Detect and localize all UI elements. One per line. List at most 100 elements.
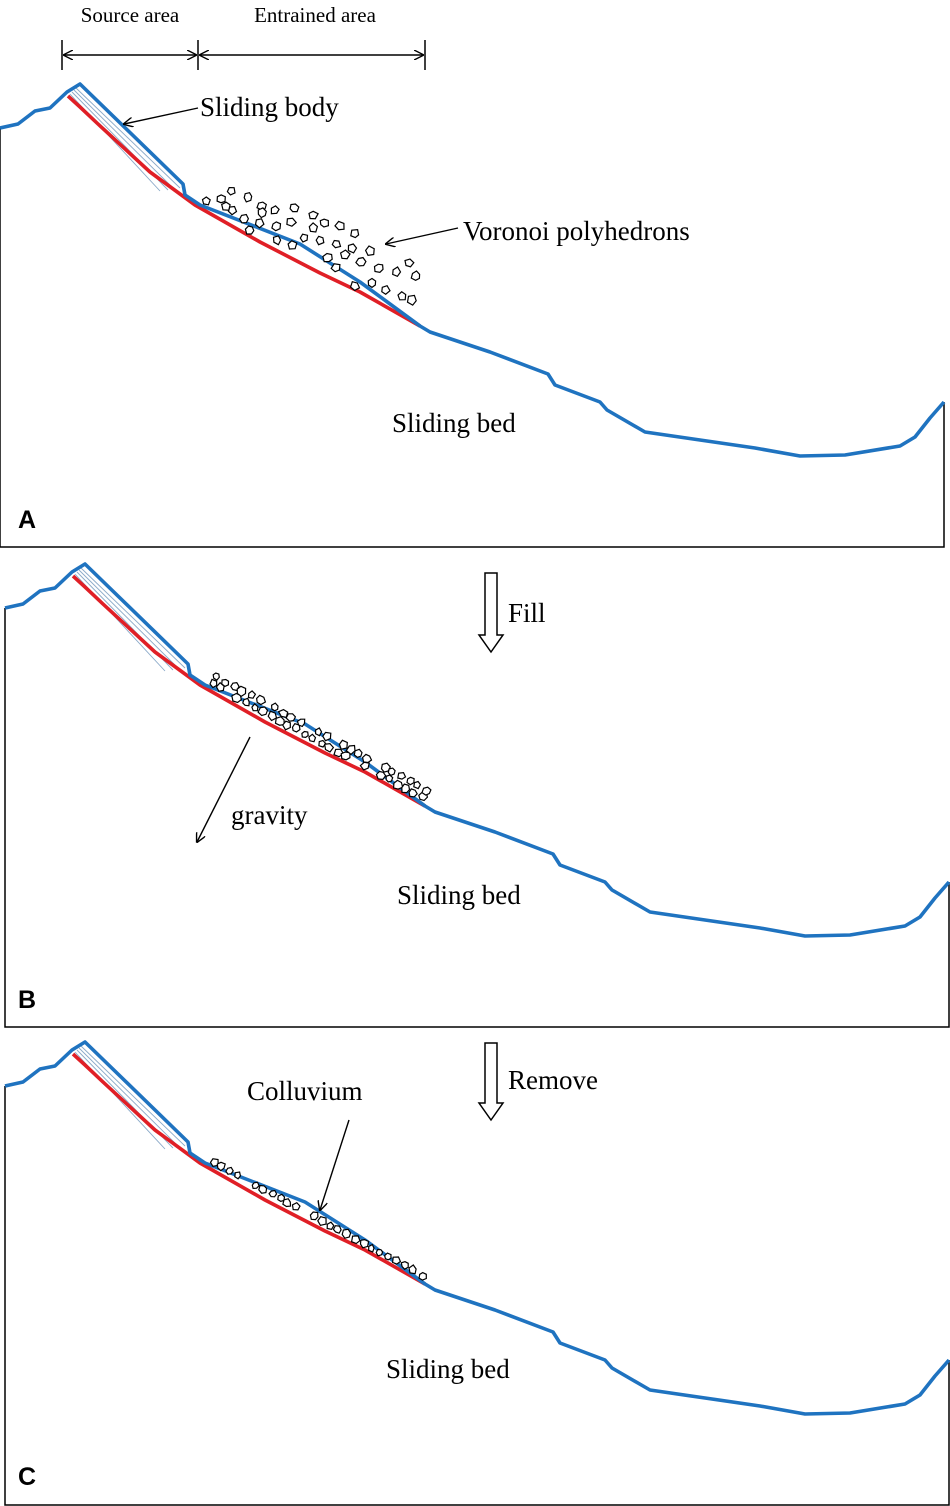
polyhedron-particle-icon [318, 739, 327, 748]
sliding-bed-label: Sliding bed [392, 408, 516, 438]
polyhedron-particle-icon [368, 1243, 375, 1253]
polyhedron-particle-icon [301, 730, 309, 739]
polyhedron-particle-icon [257, 706, 269, 717]
polyhedron-particle-icon [421, 786, 432, 796]
polyhedron-particle-icon [319, 218, 330, 228]
polyhedron-particle-icon [406, 294, 417, 306]
polyhedron-particle-icon [296, 718, 306, 728]
polyhedron-particle-icon [408, 1264, 417, 1275]
polyhedron-particle-icon [355, 256, 367, 267]
polyhedron-particle-icon [406, 776, 415, 786]
polyhedron-particle-icon [387, 767, 396, 777]
polyhedron-particle-icon [271, 221, 282, 232]
sliding-body-layer-line [80, 1045, 186, 1147]
polyhedron-particle-icon [216, 194, 226, 204]
entrained-area-label: Entrained area [254, 3, 377, 27]
polyhedron-particle-icon [270, 205, 280, 215]
polyhedron-particle-icon [391, 1256, 402, 1265]
polyhedron-particle-icon [286, 217, 298, 227]
polyhedron-particle-icon [287, 240, 298, 250]
polyhedron-particle-icon [309, 1211, 319, 1221]
model-boundary-box [4, 1086, 950, 1506]
polyhedron-particle-icon [234, 1171, 242, 1180]
panel-a: A Sliding bed Sliding body Voronoi polyh… [0, 82, 946, 548]
ground-surface-line [4, 1040, 950, 1416]
polyhedron-particle-icon [251, 703, 259, 712]
polyhedron-particle-icon [209, 678, 218, 689]
polyhedron-particle-icon [226, 186, 236, 196]
panel-b: B Sliding bed gravity [4, 562, 950, 1028]
polyhedron-particle-icon [341, 1228, 352, 1239]
slope-profile [0, 82, 946, 548]
polyhedron-particle-icon [326, 1221, 335, 1230]
dimension-annotation: Source area Entrained area [61, 3, 426, 70]
slope-profile [4, 1040, 950, 1506]
polyhedron-particle-icon [381, 284, 391, 295]
polyhedron-particle-icon [243, 192, 253, 203]
polyhedron-particle-icon [350, 229, 360, 239]
source-area-label: Source area [81, 3, 180, 27]
polyhedron-particle-icon [277, 708, 289, 719]
polyhedron-particle-icon [291, 1201, 301, 1211]
polyhedron-particle-icon [349, 280, 361, 292]
polyhedron-particle-icon [413, 780, 422, 790]
polyhedron-particle-icon [289, 203, 300, 213]
polyhedron-particle-icon [361, 753, 373, 764]
step-fill-label: Fill [508, 598, 546, 628]
polyhedron-particle-icon [322, 731, 332, 742]
polyhedron-particle-icon [373, 263, 384, 273]
polyhedron-particle-icon [272, 235, 282, 246]
polyhedron-particle-icon [242, 697, 250, 707]
polyhedron-particle-icon [332, 1225, 342, 1234]
polyhedron-particle-icon [375, 1248, 384, 1257]
polyhedron-particle-icon [385, 774, 394, 783]
polyhedron-particle-icon [401, 783, 411, 794]
sliding-body-label: Sliding body [200, 92, 339, 122]
polyhedron-particle-icon [404, 258, 415, 268]
polyhedron-particle-icon [258, 1184, 268, 1194]
polyhedron-particle-icon [359, 1238, 370, 1249]
voronoi-polyhedrons-label: Voronoi polyhedrons [463, 216, 690, 246]
sliding-body-pointer-icon [124, 107, 199, 124]
polyhedron-particle-icon [364, 245, 375, 256]
polyhedron-particle-icon [221, 678, 230, 688]
polyhedron-particle-icon [281, 720, 291, 731]
polyhedron-particle-icon [350, 1235, 361, 1245]
polyhedron-particle-icon [308, 222, 319, 233]
sliding-body-layer-line [78, 569, 180, 670]
polyhedron-particle-icon [238, 213, 250, 224]
polyhedron-particle-icon [221, 201, 231, 211]
polyhedron-particle-icon [345, 744, 356, 756]
polyhedron-particle-icon [384, 1252, 392, 1261]
polyhedron-particle-icon [392, 266, 402, 278]
polyhedron-particle-icon [251, 1181, 260, 1190]
polyhedron-particle-icon [299, 233, 309, 243]
sliding-body-layer-line [78, 1047, 180, 1148]
slip-surface-line [71, 574, 426, 808]
polyhedron-particle-icon [244, 225, 255, 235]
model-boundary-box [0, 128, 945, 548]
polyhedron-particle-icon [339, 249, 351, 260]
polyhedron-particle-icon [347, 243, 358, 254]
step-fill: Fill [477, 572, 546, 654]
sliding-body-layer-line [75, 87, 181, 189]
colluvium-particles [209, 1158, 427, 1281]
panel-letter: B [18, 986, 36, 1014]
polyhedron-particle-icon [408, 788, 418, 798]
colluvium-label: Colluvium [247, 1076, 363, 1106]
step-remove-label: Remove [508, 1065, 598, 1095]
polyhedron-particle-icon [315, 727, 323, 737]
polyhedron-particle-icon [367, 277, 377, 289]
polyhedron-particle-icon [267, 710, 278, 722]
slip-surface-line [66, 94, 421, 328]
sliding-body-layer-line [73, 89, 175, 190]
polyhedron-particle-icon [397, 771, 407, 780]
polyhedron-particle-icon [334, 220, 345, 231]
polyhedron-particle-icon [410, 270, 421, 281]
panel-letter: A [18, 506, 36, 534]
voronoi-particles-filled [209, 672, 432, 802]
slip-surface-line [71, 1052, 426, 1286]
polyhedron-particle-icon [330, 263, 341, 273]
polyhedron-particle-icon [353, 748, 363, 758]
